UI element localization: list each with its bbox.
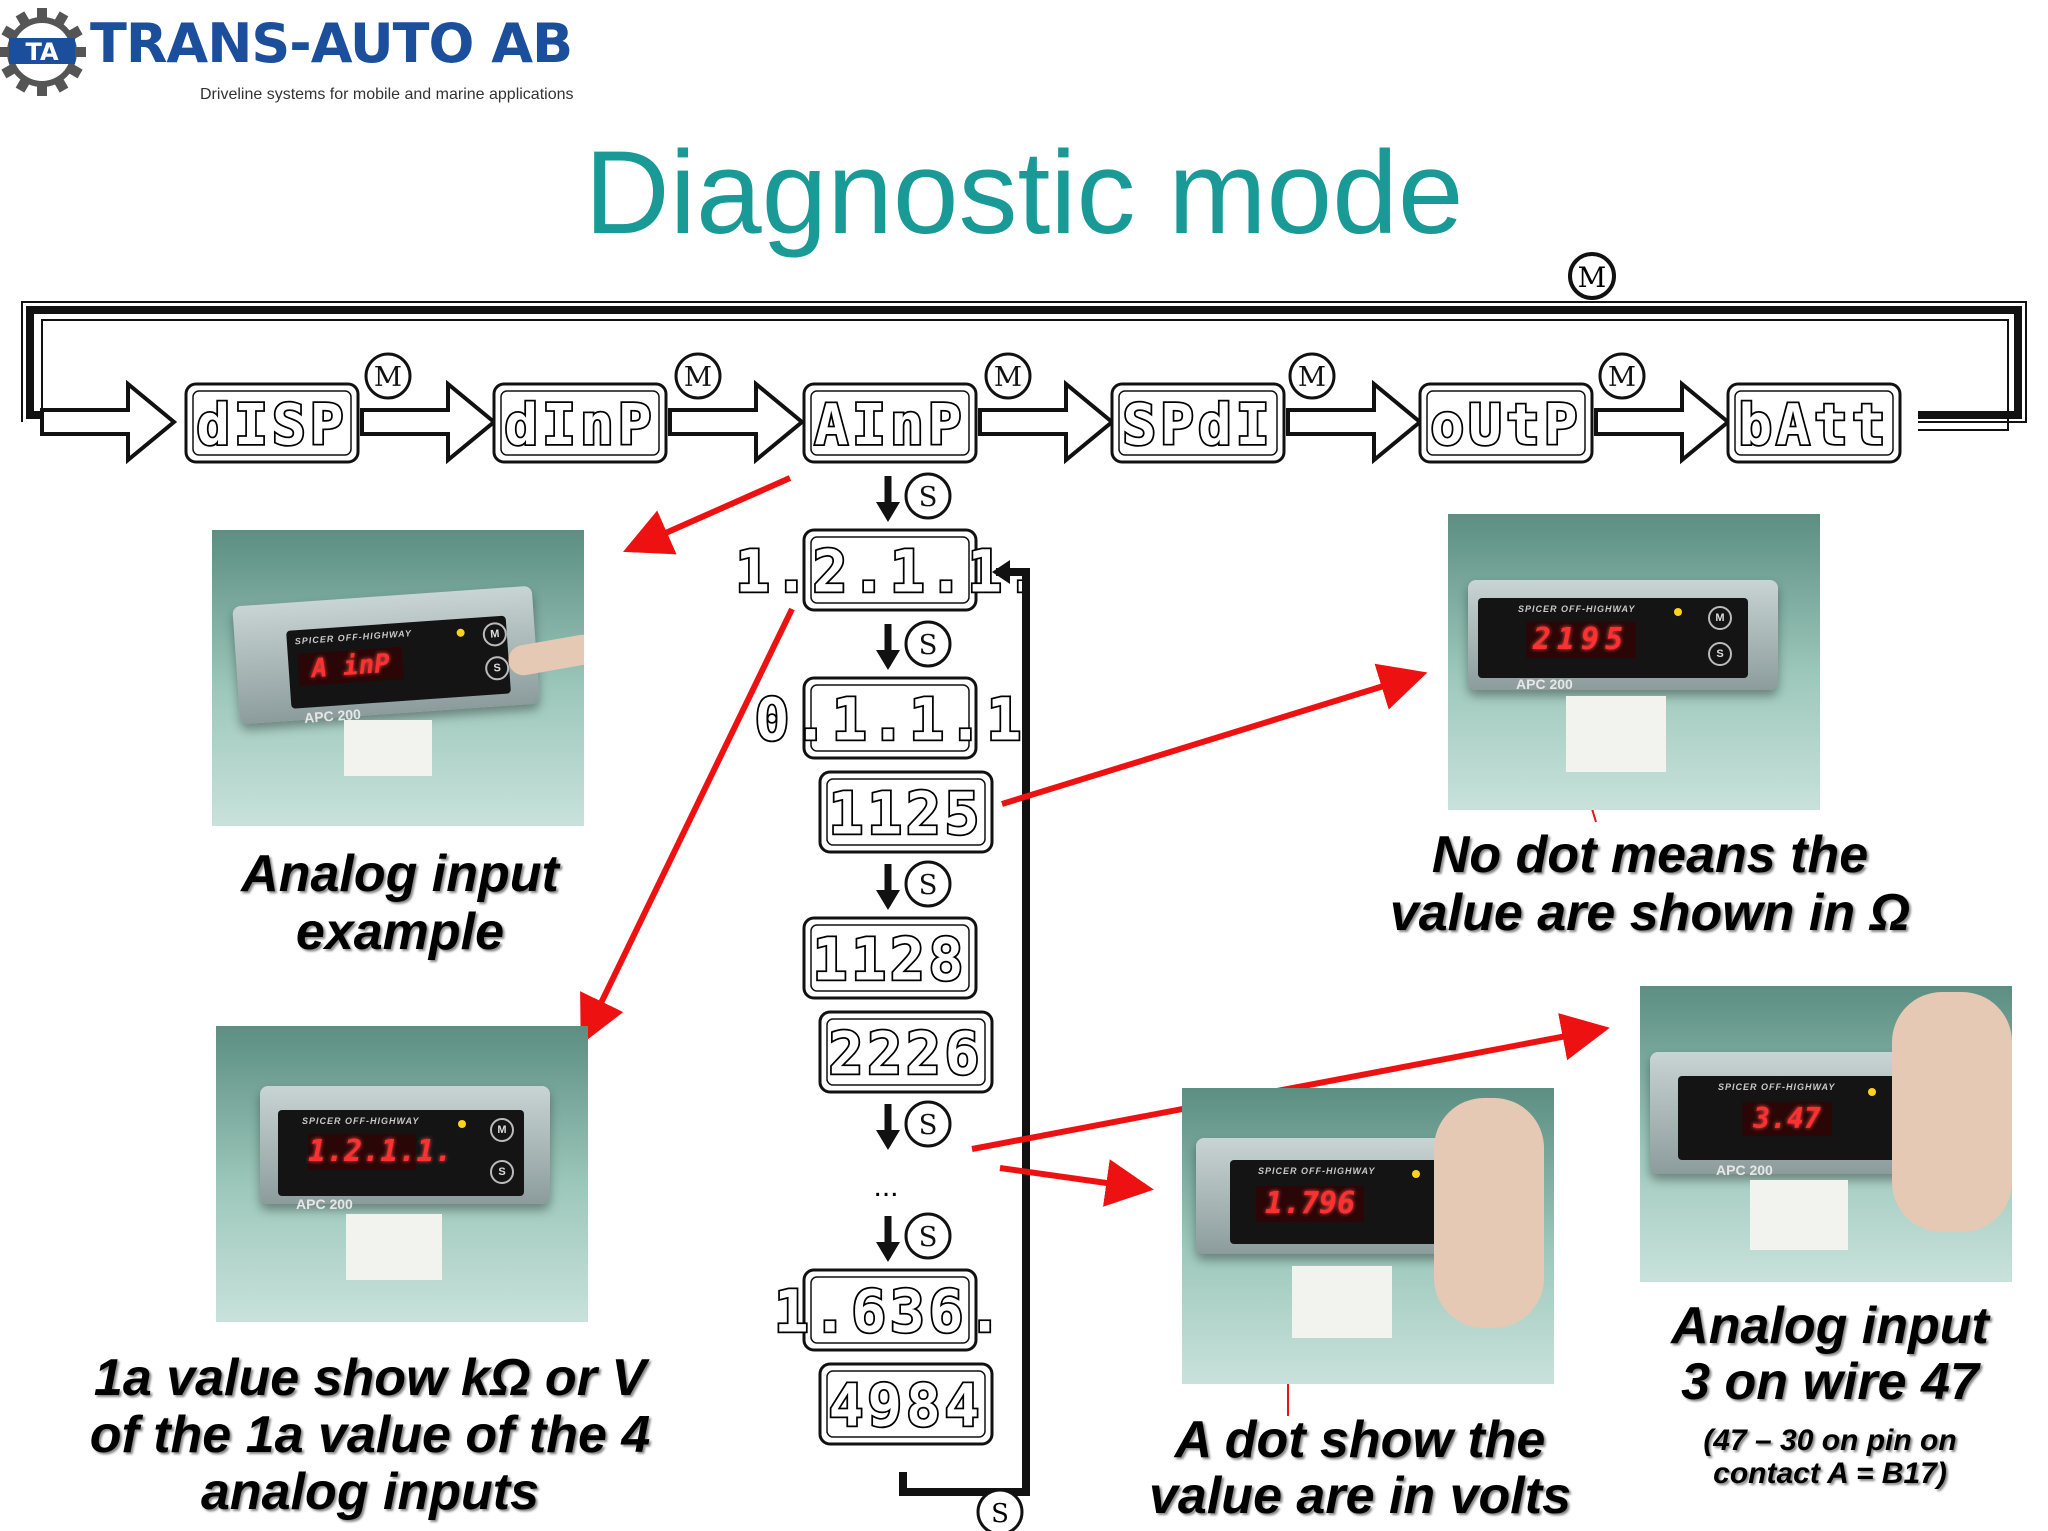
down-arrow-2 [876,864,900,910]
svg-text:M: M [994,361,1022,393]
hollow-arrow-3 [978,379,1116,465]
step-arrows: S S S S S [876,472,952,1262]
photo-analog-input-3: SPICER OFF-HIGHWAY 3.47 M APC 200 [1640,986,2012,1282]
display-text: 1128 [813,927,968,994]
display-text: dInP [504,393,655,458]
loop-s-button-icon: S [976,1488,1024,1531]
s-button-icon-1: S [904,620,952,668]
display-text: 1.636. [774,1279,1006,1346]
mode-arrows [40,379,1732,465]
m-button-icon-3: M [1288,352,1336,400]
svg-text:M: M [1578,261,1607,294]
page-title: Diagnostic mode [584,127,1464,259]
lcd-display: 2195 [1526,622,1636,658]
display-text: 2226 [829,1021,984,1088]
svg-text:S: S [919,1221,938,1253]
display-text: 1.2.1.1. [735,539,1044,606]
photo-value-display: SPICER OFF-HIGHWAY 1.2.1.1. M S APC 200 [216,1026,588,1322]
sequence-return-loop [899,560,1030,1496]
svg-text:M: M [684,361,712,393]
sequence-displays: 1.2.1.1. 0.1.1.1 1125 1128 2226 1.636. 4984 [734,528,1044,1446]
lcd-display: 3.47 [1742,1102,1832,1136]
device-body: SPICER OFF-HIGHWAY 2195 M S APC 200 [1468,580,1778,692]
menu-display-dinp: dInP [492,382,668,464]
s-button-icon-2: S [904,860,952,908]
photo-volt-display: SPICER OFF-HIGHWAY 1.796 M [1182,1088,1554,1384]
hollow-arrow-0 [40,379,178,465]
sequence-ellipsis: ... [873,1170,898,1203]
menu-display-ainp: AInP [802,382,978,464]
menu-display-disp: dISP [184,382,360,464]
top-menu-displays: dISP dInP AInP SPdI oUtP bAtt [184,382,1902,464]
svg-text:M: M [374,361,402,393]
sequence-display-0: 1.2.1.1. [734,528,1044,612]
display-text: 1125 [829,781,984,848]
display-text: AInP [814,393,965,458]
display-text: 4984 [829,1373,984,1440]
s-button-icon-4: S [904,1212,952,1260]
svg-text:S: S [919,629,938,661]
down-arrow-1 [876,624,900,670]
logo-mark: TA [25,38,59,66]
m-button-icon-4: M [1598,352,1646,400]
loop-m-button-icon: M [1568,252,1616,300]
menu-display-spdi: SPdI [1110,382,1286,464]
svg-text:S: S [991,1499,1009,1529]
company-logo: TA TRANS-AUTO AB Driveline systems for m… [0,0,620,110]
sequence-display-2: 1125 [818,770,994,854]
svg-text:S: S [919,1109,938,1141]
display-text: dISP [196,393,347,458]
display-text: 0.1.1.1 [755,687,1026,754]
sequence-display-5: 1.636. [772,1268,1006,1352]
down-arrow-0 [876,476,900,522]
svg-text:S: S [919,481,938,513]
sequence-display-6: 4984 [818,1362,994,1446]
display-text: oUtP [1430,393,1581,458]
m-button-icon-2: M [984,352,1032,400]
company-name: TRANS-AUTO AB [90,12,573,75]
photo-ohm-display: SPICER OFF-HIGHWAY 2195 M S APC 200 [1448,514,1820,810]
gear-logo-icon: TA [0,8,86,96]
display-text: SPdI [1122,393,1273,458]
device-body: SPICER OFF-HIGHWAY A inP M S APC 200 [232,585,540,726]
lcd-display: A inP [297,646,404,687]
lcd-display: 1.2.1.1. [308,1134,453,1170]
sequence-display-1: 0.1.1.1 [753,676,1026,760]
sequence-display-3: 1128 [802,916,978,1000]
hollow-arrow-2 [668,379,806,465]
down-arrow-3 [876,1104,900,1150]
display-text: bAtt [1738,393,1889,458]
sequence-display-4: 2226 [818,1010,994,1094]
device-body: SPICER OFF-HIGHWAY 1.2.1.1. M S APC 200 [260,1086,550,1212]
hollow-arrow-5 [1594,379,1732,465]
svg-text:M: M [1608,361,1636,393]
menu-display-outp: oUtP [1418,382,1594,464]
company-tagline: Driveline systems for mobile and marine … [200,86,574,103]
lcd-display: 1.796 [1256,1186,1364,1222]
svg-text:M: M [1298,361,1326,393]
m-button-icon-1: M [674,352,722,400]
down-arrow-4 [876,1216,900,1262]
hollow-arrow-1 [360,379,498,465]
hollow-arrow-4 [1286,379,1424,465]
s-button-icon-3: S [904,1100,952,1148]
svg-text:S: S [919,869,938,901]
s-button-icon-0: S [904,472,952,520]
menu-display-batt: bAtt [1726,382,1902,464]
photo-analog-input-example: SPICER OFF-HIGHWAY A inP M S APC 200 [212,530,584,826]
m-button-icon-0: M [364,352,412,400]
